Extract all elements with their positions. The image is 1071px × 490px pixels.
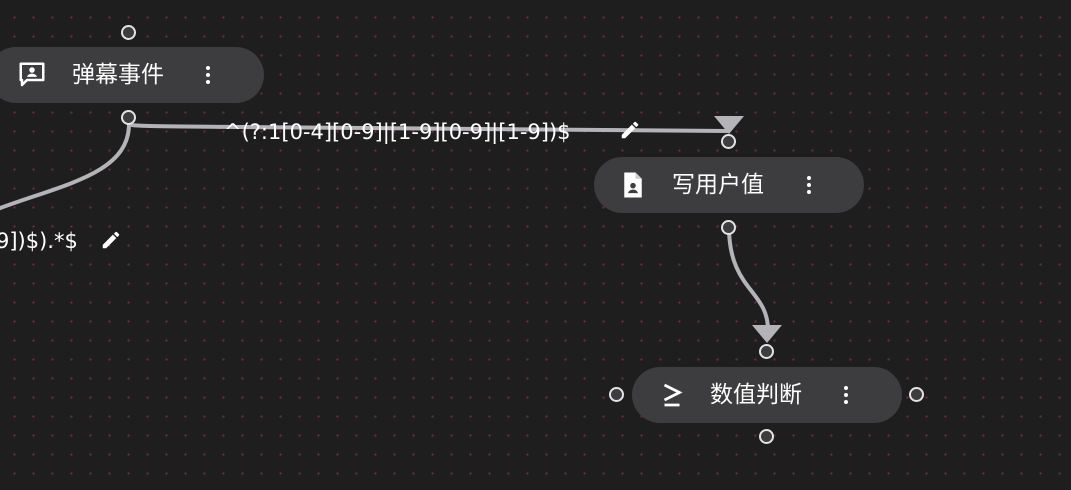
edit-edge-button-left[interactable] bbox=[99, 228, 123, 252]
edit-edge-button[interactable] bbox=[618, 118, 642, 142]
port-compare-output[interactable] bbox=[759, 429, 774, 444]
edge-condition-label: ^(?:1[0-4][0-9]|[1-9][0-9]|[1-9])$ bbox=[224, 120, 571, 144]
edge-arrowhead-write bbox=[714, 116, 744, 134]
node-menu-button[interactable] bbox=[836, 380, 856, 410]
file-account-icon bbox=[618, 170, 648, 200]
port-compare-input[interactable] bbox=[759, 344, 774, 359]
edge-arrowhead-compare bbox=[752, 325, 782, 343]
node-number-compare[interactable]: 数值判断 bbox=[632, 367, 902, 423]
edge-write-to-compare[interactable] bbox=[727, 225, 770, 332]
edge-condition-label-left: 9])$).*$ bbox=[0, 229, 78, 253]
node-menu-button[interactable] bbox=[799, 170, 819, 200]
comment-account-icon bbox=[17, 60, 47, 90]
node-label: 弹幕事件 bbox=[72, 62, 164, 88]
port-write-output[interactable] bbox=[721, 220, 736, 235]
pencil-icon bbox=[102, 231, 120, 249]
port-write-input[interactable] bbox=[721, 134, 736, 149]
port-compare-right[interactable] bbox=[909, 387, 924, 402]
port-danmu-output[interactable] bbox=[121, 110, 136, 125]
pencil-icon bbox=[621, 121, 639, 139]
node-danmu-event[interactable]: 弹幕事件 bbox=[0, 47, 264, 103]
node-label: 写用户值 bbox=[672, 172, 764, 198]
greater-or-equal-icon bbox=[657, 380, 687, 410]
port-compare-left[interactable] bbox=[609, 387, 624, 402]
node-label: 数值判断 bbox=[710, 382, 802, 408]
node-menu-button[interactable] bbox=[198, 60, 218, 90]
edge-danmu-to-left[interactable] bbox=[0, 122, 131, 211]
node-write-user-value[interactable]: 写用户值 bbox=[594, 157, 864, 213]
port-danmu-input[interactable] bbox=[121, 25, 136, 40]
